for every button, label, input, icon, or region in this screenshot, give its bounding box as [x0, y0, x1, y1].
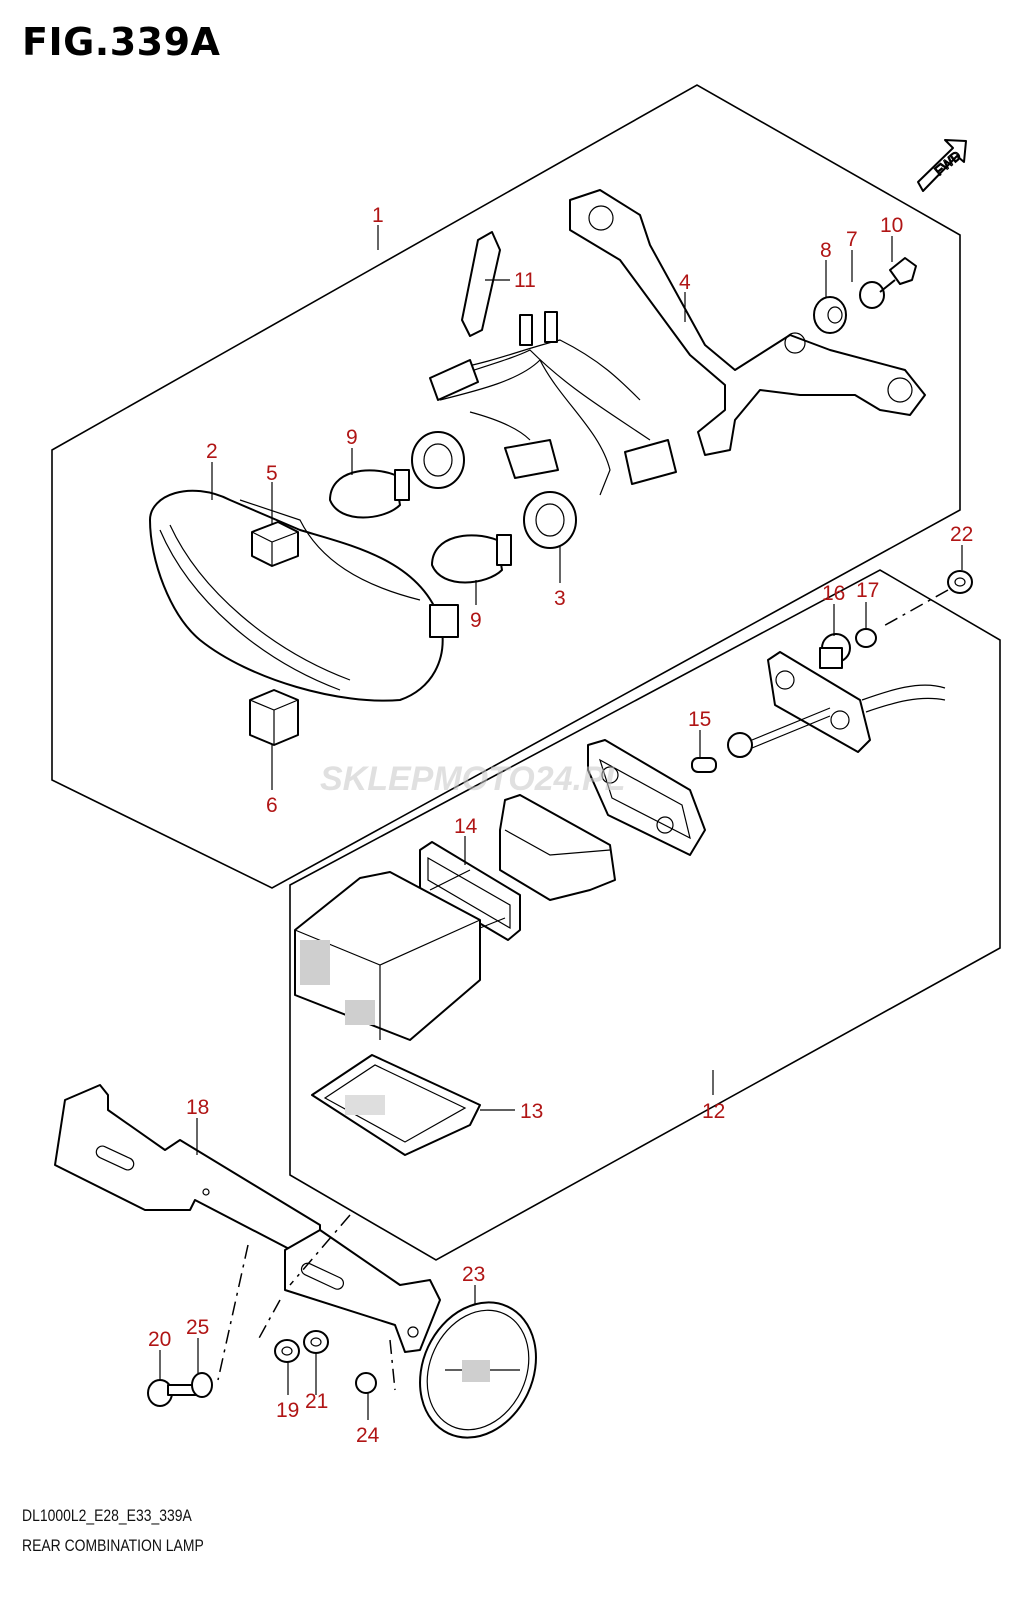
part-22-nut — [947, 570, 973, 594]
part-23-rear-reflector — [419, 1301, 537, 1439]
callout-7: 7 — [846, 228, 858, 251]
callout-1: 1 — [372, 204, 384, 227]
callout-14: 14 — [454, 815, 478, 838]
inner-lamp-body — [499, 794, 616, 901]
callout-10: 10 — [880, 214, 903, 237]
callout-25: 25 — [186, 1316, 209, 1339]
callout-8: 8 — [820, 239, 832, 262]
callout-23: 23 — [462, 1263, 485, 1286]
callout-24: 24 — [356, 1424, 380, 1447]
part-7-washer — [859, 281, 885, 309]
part-24-nut — [355, 1372, 377, 1394]
part-4-bracket — [569, 189, 926, 456]
part-21-nut — [303, 1330, 329, 1354]
part-2-lamp-housing — [149, 489, 459, 702]
license-lamp-base-plate — [767, 651, 946, 753]
callout-9: 9 — [346, 426, 358, 449]
part-13-reflector — [311, 1054, 481, 1156]
assembly-line — [389, 1339, 396, 1391]
part-6-cushion — [249, 689, 299, 746]
bracket-hole — [887, 377, 913, 403]
model-code: DL1000L2_E28_E33_339A — [22, 1506, 192, 1525]
callout-17: 17 — [856, 579, 879, 602]
callout-22: 22 — [950, 523, 973, 546]
figure-title: FIG.339A — [22, 20, 221, 64]
callout-12: 12 — [702, 1100, 725, 1123]
watermark: SKLEPMOTO24.PL — [320, 760, 625, 798]
connector-pin — [544, 311, 558, 343]
callout-19: 19 — [276, 1399, 299, 1422]
wiring-harness — [429, 311, 677, 496]
callout-2: 2 — [206, 440, 218, 463]
assembly-group-1-outline — [51, 84, 961, 889]
part-16-collar — [819, 633, 851, 669]
part-9-bulb — [431, 534, 512, 584]
callout-5: 5 — [266, 462, 278, 485]
part-17-nut — [855, 628, 877, 648]
part-3-bulb-socket — [411, 431, 577, 549]
callout-13: 13 — [520, 1100, 543, 1123]
callout-18: 18 — [186, 1096, 209, 1119]
callout-9b: 9 — [470, 609, 482, 632]
wire-connector — [504, 439, 559, 479]
license-lamp-lens-frame — [587, 739, 706, 856]
part-9-bulb — [329, 469, 410, 519]
assembly-line — [257, 1299, 281, 1341]
connector-pin — [519, 314, 533, 346]
part-25-washer — [191, 1372, 213, 1398]
callout-20: 20 — [148, 1328, 171, 1351]
part-12-license-lamp-housing — [294, 869, 506, 1041]
part-5-cushion — [251, 521, 299, 567]
wire-connector — [624, 439, 677, 485]
part-8-grommet — [813, 296, 847, 334]
bracket-hole — [588, 205, 614, 231]
diagram-name: REAR COMBINATION LAMP — [22, 1536, 204, 1555]
part-15-bulb — [691, 757, 717, 773]
callout-6: 6 — [266, 794, 278, 817]
grommet-hole — [827, 306, 843, 324]
bracket-hole — [784, 332, 806, 354]
assembly-line — [217, 1244, 249, 1381]
assembly-group-12-outline — [289, 569, 1001, 1261]
callout-16: 16 — [822, 582, 845, 605]
bulb-socket — [727, 707, 831, 758]
leader-lines — [159, 225, 963, 1420]
callout-4: 4 — [679, 271, 691, 294]
part-19-washer — [274, 1339, 300, 1363]
fwd-arrow-icon: FWD — [917, 139, 967, 192]
callout-3: 3 — [554, 587, 566, 610]
callout-21: 21 — [305, 1390, 328, 1413]
callout-11: 11 — [514, 269, 536, 292]
part-18-bracket — [54, 1084, 321, 1266]
watermark-brand: SKLEPMOTO24.PL — [320, 760, 625, 798]
callout-15: 15 — [688, 708, 711, 731]
part-20-bolt — [147, 1379, 197, 1407]
assembly-line — [879, 589, 949, 629]
part-11-clip — [461, 231, 501, 337]
lower-bracket — [284, 1229, 441, 1353]
part-10-screw — [879, 257, 917, 293]
